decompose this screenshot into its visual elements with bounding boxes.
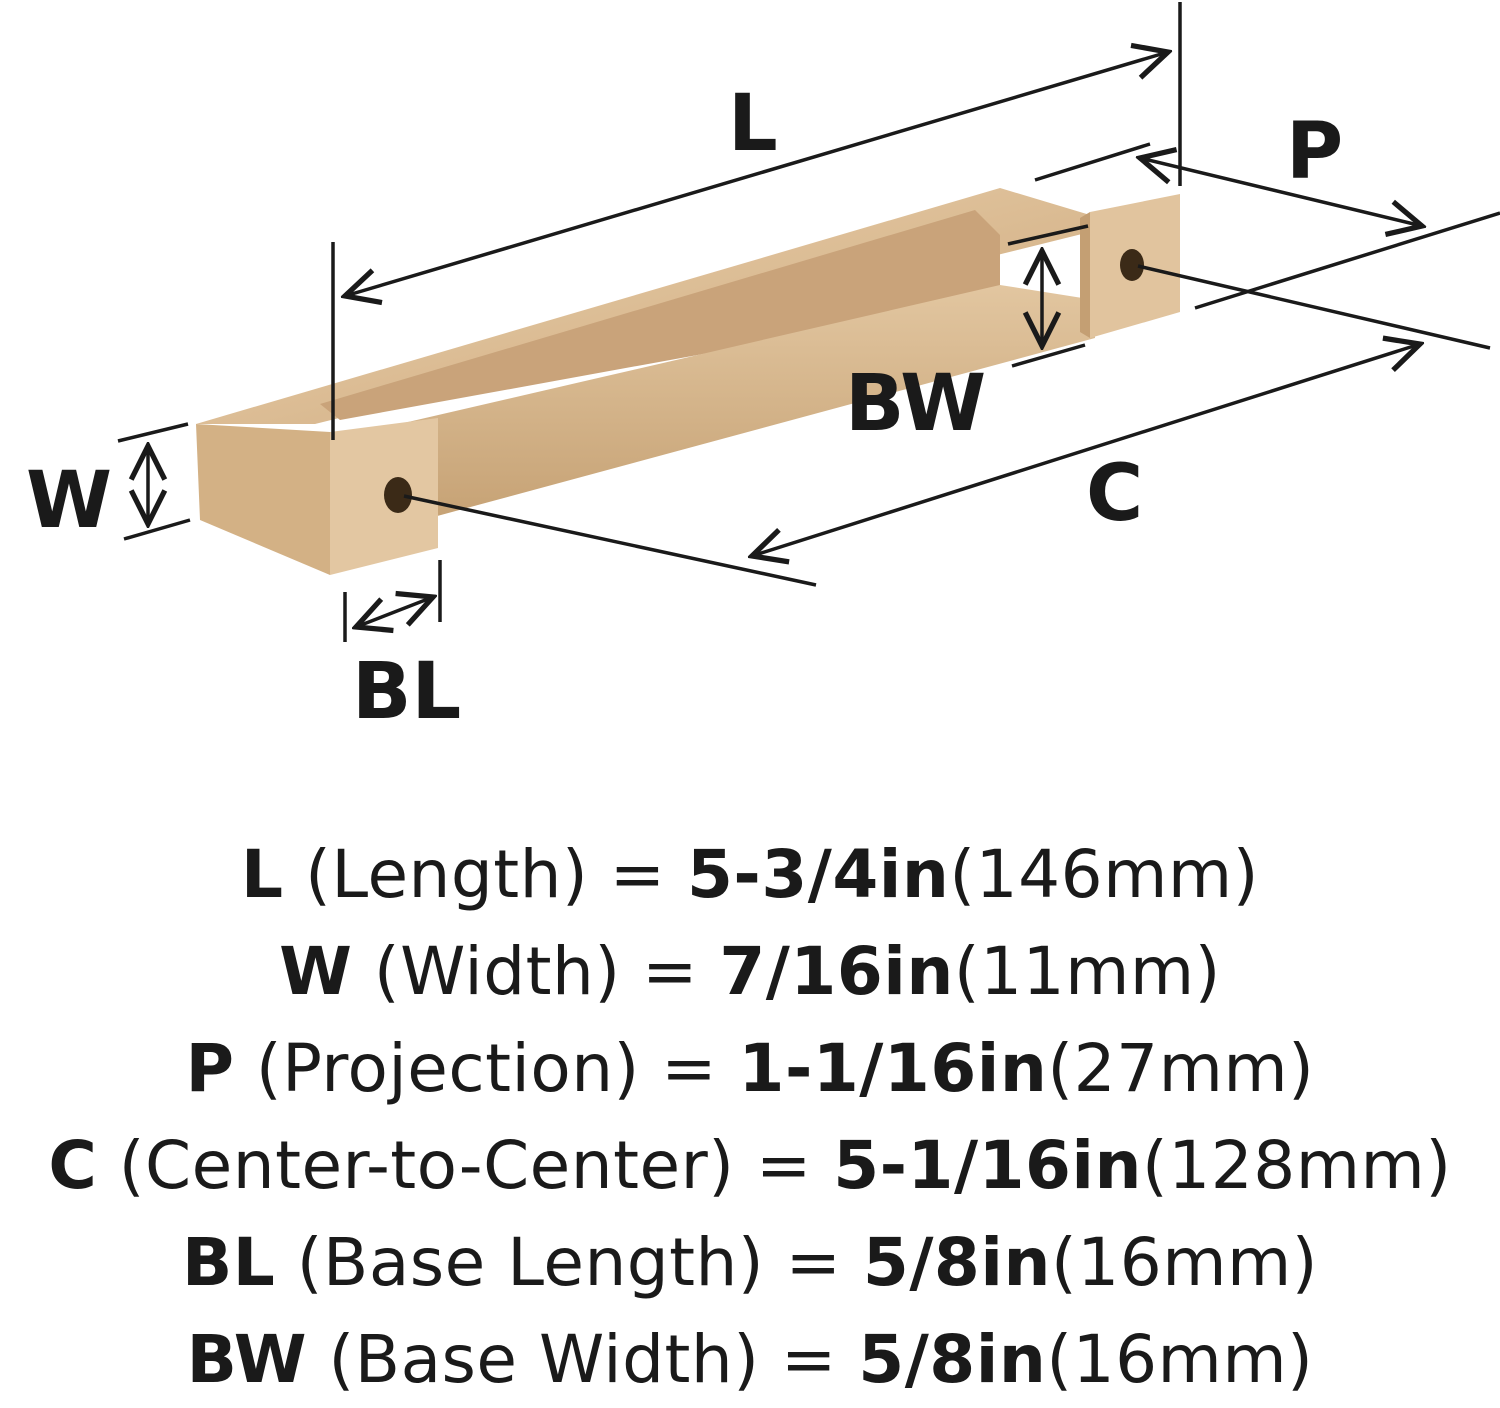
spec-projection: P (Projection) = 1-1/16in(27mm) bbox=[0, 1020, 1500, 1117]
label-C: C bbox=[1086, 449, 1143, 539]
spec-metric: (146mm) bbox=[949, 836, 1259, 913]
label-W: W bbox=[26, 456, 112, 546]
width-extension-top bbox=[117, 422, 189, 443]
left-base-front bbox=[330, 418, 438, 575]
spec-symbol: P bbox=[185, 1030, 235, 1107]
right-base-side bbox=[1080, 212, 1090, 338]
spec-imperial: 1-1/16in bbox=[738, 1030, 1048, 1107]
spec-symbol: L bbox=[241, 836, 284, 913]
projection-extension-far bbox=[1194, 211, 1500, 310]
spec-imperial: 7/16in bbox=[719, 933, 954, 1010]
handle-dimension-diagram: L P BW W C BL bbox=[26, 2, 1500, 737]
projection-arrow bbox=[1140, 158, 1422, 226]
label-P: P bbox=[1286, 107, 1343, 197]
spec-symbol: BL bbox=[181, 1224, 276, 1301]
length-arrow bbox=[345, 52, 1168, 296]
spec-name: (Projection) bbox=[234, 1030, 662, 1107]
spec-width: W (Width) = 7/16in(11mm) bbox=[0, 923, 1500, 1020]
spec-name: (Base Width) bbox=[307, 1321, 781, 1398]
base-width-extension-top bbox=[1007, 224, 1089, 246]
spec-name: (Length) bbox=[283, 836, 610, 913]
spec-imperial: 5-3/4in bbox=[687, 836, 950, 913]
left-screw-hole bbox=[384, 477, 412, 513]
spec-equals: = bbox=[785, 1224, 863, 1301]
left-base-side bbox=[196, 424, 330, 575]
spec-name: (Base Length) bbox=[275, 1224, 786, 1301]
spec-name: (Center-to-Center) bbox=[97, 1127, 756, 1204]
spec-imperial: 5/8in bbox=[858, 1321, 1047, 1398]
spec-base-length: BL (Base Length) = 5/8in(16mm) bbox=[0, 1214, 1500, 1311]
spec-equals: = bbox=[755, 1127, 834, 1204]
width-extension-bottom bbox=[123, 518, 191, 541]
base-length-arrow bbox=[356, 597, 433, 627]
spec-equals: = bbox=[780, 1321, 859, 1398]
spec-symbol: C bbox=[48, 1127, 98, 1204]
label-L: L bbox=[728, 79, 778, 169]
spec-metric: (27mm) bbox=[1047, 1030, 1315, 1107]
spec-length: L (Length) = 5-3/4in(146mm) bbox=[0, 826, 1500, 923]
spec-imperial: 5/8in bbox=[862, 1224, 1051, 1301]
label-BL: BL bbox=[352, 647, 461, 737]
dimension-lines bbox=[117, 2, 1500, 642]
cabinet-pull-handle bbox=[196, 188, 1180, 575]
spec-metric: (11mm) bbox=[953, 933, 1221, 1010]
spec-center-to-center: C (Center-to-Center) = 5-1/16in(128mm) bbox=[0, 1117, 1500, 1214]
spec-imperial: 5-1/16in bbox=[833, 1127, 1143, 1204]
center-line-left bbox=[403, 494, 817, 587]
projection-extension bbox=[1034, 142, 1151, 182]
spec-equals: = bbox=[642, 933, 720, 1010]
center-to-center-arrow bbox=[752, 344, 1420, 556]
spec-symbol: W bbox=[279, 933, 353, 1010]
spec-metric: (128mm) bbox=[1142, 1127, 1452, 1204]
spec-name: (Width) bbox=[352, 933, 643, 1010]
spec-metric: (16mm) bbox=[1050, 1224, 1319, 1301]
spec-equals: = bbox=[609, 836, 687, 913]
spec-equals: = bbox=[661, 1030, 739, 1107]
spec-symbol: BW bbox=[186, 1321, 308, 1398]
spec-metric: (16mm) bbox=[1046, 1321, 1314, 1398]
center-line-right bbox=[1137, 264, 1491, 350]
label-BW: BW bbox=[845, 359, 986, 449]
dimension-specs-list: L (Length) = 5-3/4in(146mm) W (Width) = … bbox=[0, 826, 1500, 1408]
spec-base-width: BW (Base Width) = 5/8in(16mm) bbox=[0, 1311, 1500, 1408]
